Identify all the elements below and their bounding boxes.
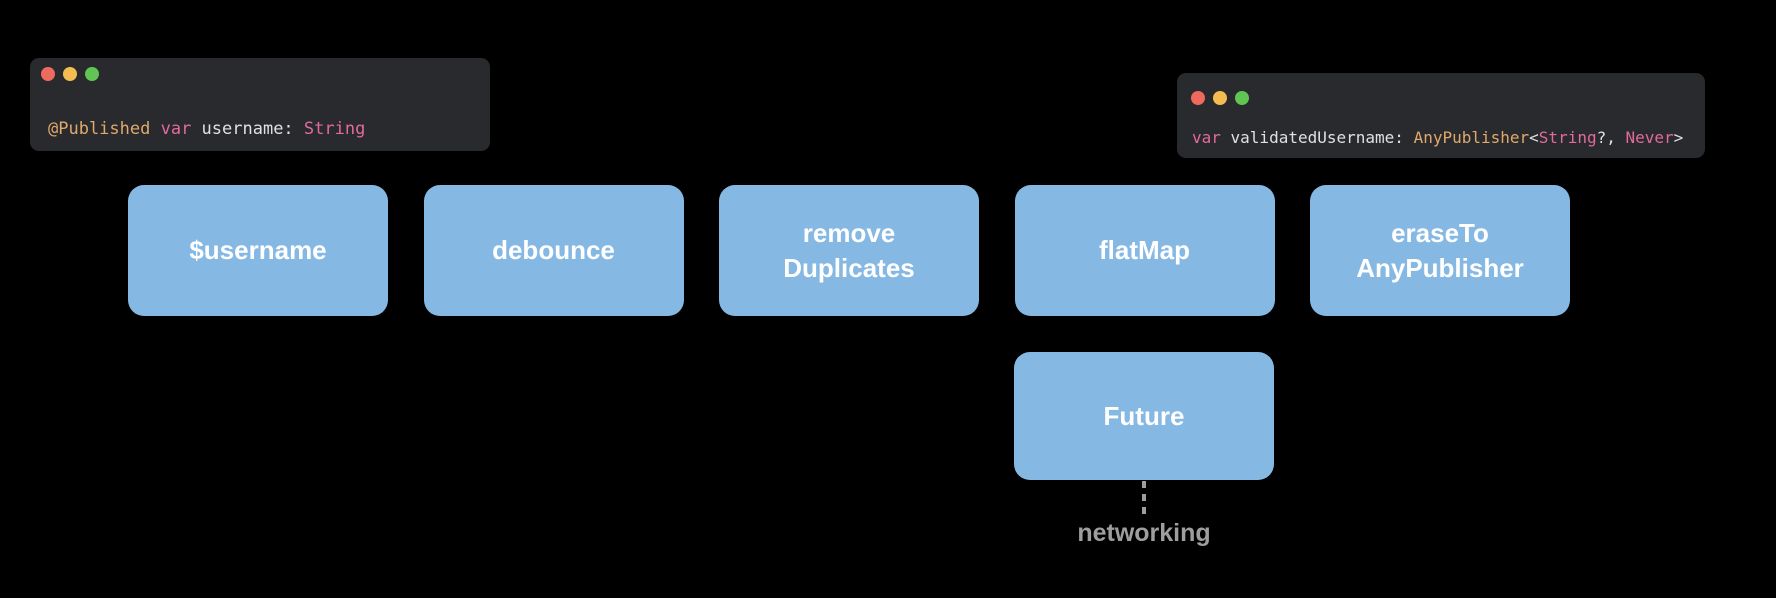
code-token: var xyxy=(160,119,202,139)
code-token: String xyxy=(1538,128,1597,147)
code-token: validatedUsername: xyxy=(1230,128,1414,147)
code-token: @Published xyxy=(48,119,161,139)
pipeline-node-flatmap: flatMap xyxy=(1014,185,1275,316)
code-token: AnyPublisher xyxy=(1413,128,1530,147)
fullscreen-circle-icon xyxy=(1235,91,1249,105)
code-line-published: @Published var username: String xyxy=(48,119,365,139)
code-token: < xyxy=(1529,128,1539,147)
networking-label: networking xyxy=(1077,519,1211,547)
window-controls xyxy=(1191,91,1249,105)
fullscreen-circle-icon xyxy=(85,67,99,81)
close-circle-icon xyxy=(41,67,55,81)
code-token: > xyxy=(1673,128,1684,147)
pipeline-node-username: $username xyxy=(128,185,388,316)
dashed-connector xyxy=(1142,481,1146,518)
pipeline-node-future: Future xyxy=(1014,352,1274,480)
pipeline-node-erase-to-anypublisher: eraseTo AnyPublisher xyxy=(1310,185,1570,316)
window-controls xyxy=(41,67,99,81)
code-token: Never xyxy=(1625,128,1674,147)
code-token: ?, xyxy=(1596,128,1626,147)
code-token: var xyxy=(1192,128,1231,147)
code-token: String xyxy=(303,119,366,139)
code-token: username: xyxy=(201,119,304,139)
minimize-circle-icon xyxy=(63,67,77,81)
code-line-validated: var validatedUsername: AnyPublisher<Stri… xyxy=(1192,128,1683,147)
close-circle-icon xyxy=(1191,91,1205,105)
minimize-circle-icon xyxy=(1213,91,1227,105)
pipeline-row: $username debounce remove Duplicates fla… xyxy=(128,185,1570,316)
pipeline-node-remove-duplicates: remove Duplicates xyxy=(719,185,979,316)
code-window-validated-username: var validatedUsername: AnyPublisher<Stri… xyxy=(1177,73,1705,158)
code-window-published-username: @Published var username: String xyxy=(30,58,490,151)
pipeline-node-debounce: debounce xyxy=(423,185,684,316)
